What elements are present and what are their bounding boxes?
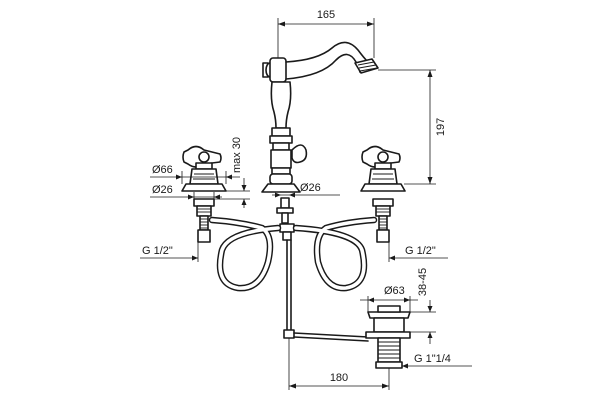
drain-assembly (283, 239, 411, 369)
left-cross-handle (181, 145, 227, 243)
spout-reach-label: 165 (317, 9, 335, 21)
center-shank-diameter-label: Ø26 (300, 182, 321, 194)
hoses (208, 216, 378, 292)
dimension-lines (140, 18, 472, 390)
drain-thickness-label: 38-45 (417, 268, 429, 296)
height-label: 197 (435, 118, 447, 136)
left-thread-label: G 1/2" (142, 245, 173, 257)
drain-diameter-label: Ø63 (384, 285, 405, 297)
drain-offset-label: 180 (330, 372, 348, 384)
drain-thread-label: G 1"1/4 (414, 353, 451, 365)
right-thread-label: G 1/2" (405, 245, 436, 257)
max-thickness-label: max 30 (231, 137, 243, 173)
right-cross-handle (360, 145, 406, 243)
left-shank-diameter-label: Ø26 (152, 184, 173, 196)
handle-diameter-label: Ø66 (152, 164, 173, 176)
central-spout-body (261, 41, 379, 241)
